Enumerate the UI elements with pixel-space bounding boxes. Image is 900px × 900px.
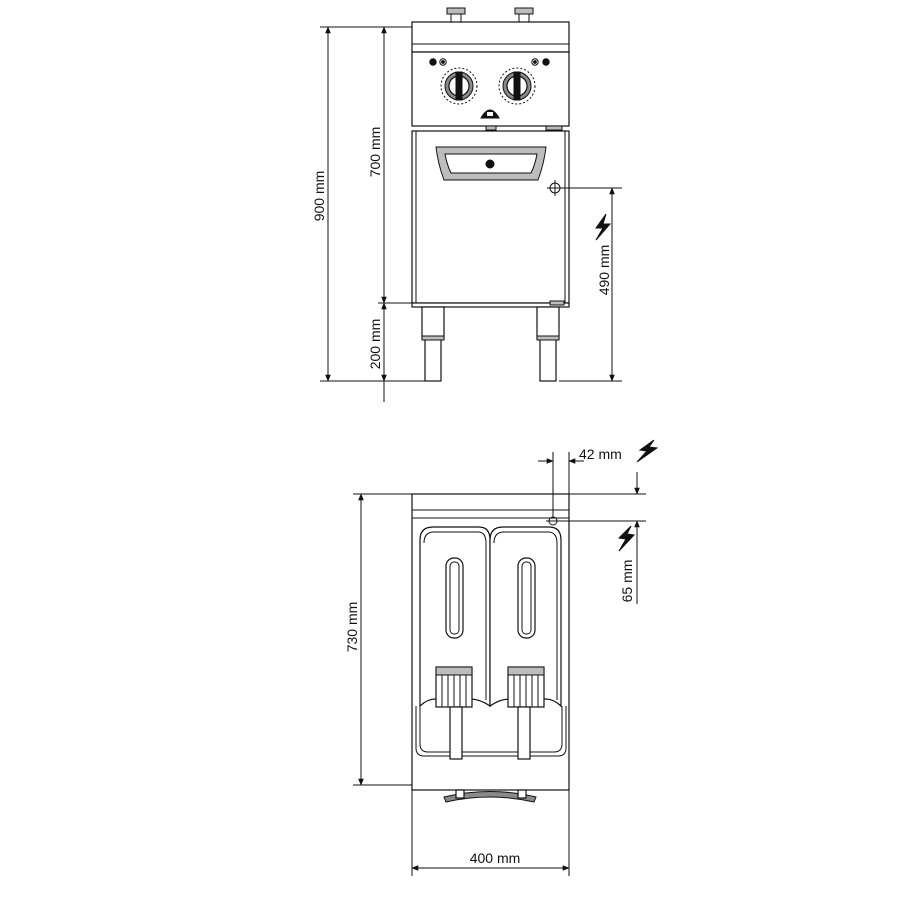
indicator-lights-right (531, 58, 550, 66)
basket-left (435, 666, 473, 760)
front-view: 900 mm 700 mm 200 mm 490 mm (311, 7, 622, 402)
leg-right (536, 306, 560, 382)
fryer-lid (411, 21, 570, 53)
dim-connection-y: 65 mm (619, 560, 635, 603)
electric-bolt-icon (636, 439, 659, 463)
electric-connection-icon (547, 180, 563, 196)
door-logo-icon (485, 159, 495, 169)
electric-bolt-icon (617, 525, 636, 552)
indicator-lights-left (429, 58, 447, 66)
dim-connection-x: 42 mm (579, 446, 622, 462)
dim-total-height: 900 mm (311, 171, 327, 222)
dim-upper-height: 700 mm (367, 127, 383, 178)
dim-depth: 730 mm (344, 602, 360, 653)
thermostat-knob-left (440, 67, 478, 105)
basket-right (507, 666, 545, 760)
dim-width: 400 mm (470, 850, 521, 866)
top-view: 42 mm 65 mm 730 mm 400 mm (344, 439, 659, 876)
electric-bolt-icon (595, 213, 612, 241)
thermostat-knob-right (498, 67, 536, 105)
dim-connection-height: 490 mm (596, 245, 612, 296)
dim-leg-height: 200 mm (367, 319, 383, 370)
brand-logo-icon (480, 109, 500, 119)
front-door-handle (443, 791, 537, 803)
drain-slot-right (517, 557, 536, 639)
leg-left (421, 306, 445, 382)
basket-handle-left (446, 7, 466, 22)
basket-handle-right (514, 7, 534, 22)
drain-slot-left (445, 557, 464, 639)
